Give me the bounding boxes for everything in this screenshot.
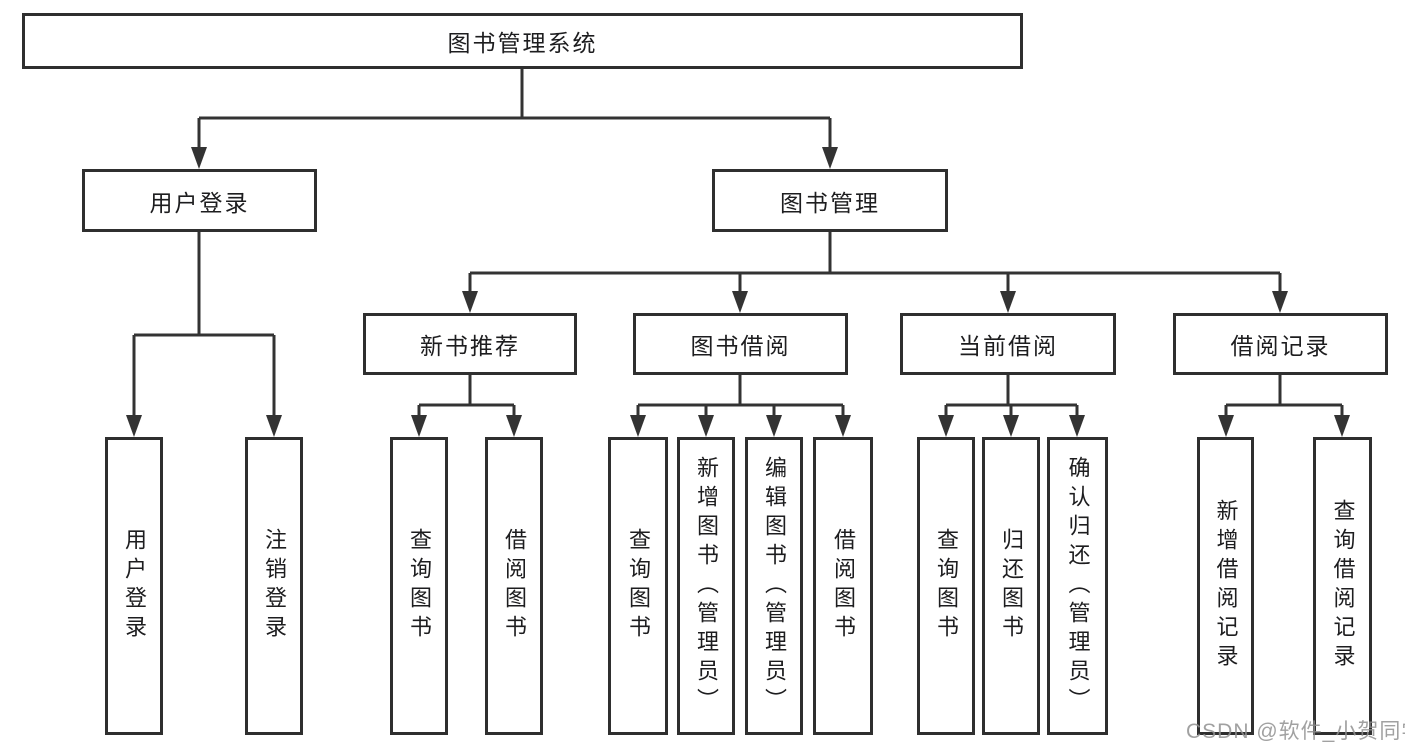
leaf-add-borrow-record: 新增借阅记录 bbox=[1197, 437, 1254, 735]
arrow-down-icon bbox=[766, 415, 782, 437]
arrow-down-icon bbox=[506, 415, 522, 437]
arrow-down-icon bbox=[126, 415, 142, 437]
arrow-down-icon bbox=[835, 415, 851, 437]
leaf-confirm-return-admin: 确认归还（管理员） bbox=[1047, 437, 1108, 735]
connector-borrowing-records-to-leaves bbox=[1218, 375, 1350, 437]
leaf-edit-books-admin: 编辑图书（管理员） bbox=[745, 437, 803, 735]
arrow-down-icon bbox=[732, 291, 748, 313]
node-book-management: 图书管理 bbox=[712, 169, 948, 232]
node-book-borrowing: 图书借阅 bbox=[633, 313, 848, 375]
connector-book-management-to-level3 bbox=[462, 232, 1288, 313]
arrow-down-icon bbox=[191, 147, 207, 169]
arrow-down-icon bbox=[1003, 415, 1019, 437]
arrow-down-icon bbox=[1069, 415, 1085, 437]
leaf-add-books-admin: 新增图书（管理员） bbox=[677, 437, 735, 735]
arrow-down-icon bbox=[1334, 415, 1350, 437]
connector-user-login-to-leaves bbox=[126, 232, 282, 437]
node-current-borrowing: 当前借阅 bbox=[900, 313, 1116, 375]
leaf-borrow-books-recommend: 借阅图书 bbox=[485, 437, 543, 735]
arrow-down-icon bbox=[822, 147, 838, 169]
arrow-down-icon bbox=[938, 415, 954, 437]
leaf-return-books: 归还图书 bbox=[982, 437, 1040, 735]
arrow-down-icon bbox=[1218, 415, 1234, 437]
connector-book-borrowing-to-leaves bbox=[630, 375, 851, 437]
node-borrowing-records: 借阅记录 bbox=[1173, 313, 1388, 375]
csdn-watermark: CSDN @软件_小贺同学 bbox=[1186, 720, 1405, 743]
node-user-login: 用户登录 bbox=[82, 169, 317, 232]
leaf-query-books-borrowing: 查询图书 bbox=[608, 437, 668, 735]
arrow-down-icon bbox=[698, 415, 714, 437]
node-new-book-recommend: 新书推荐 bbox=[363, 313, 577, 375]
node-system-root: 图书管理系统 bbox=[22, 13, 1023, 69]
arrow-down-icon bbox=[462, 291, 478, 313]
connector-new-book-recommend-to-leaves bbox=[411, 375, 522, 437]
arrow-down-icon bbox=[266, 415, 282, 437]
connector-current-borrowing-to-leaves bbox=[938, 375, 1085, 437]
arrow-down-icon bbox=[1000, 291, 1016, 313]
arrow-down-icon bbox=[630, 415, 646, 437]
leaf-borrow-books-borrowing: 借阅图书 bbox=[813, 437, 873, 735]
leaf-logout: 注销登录 bbox=[245, 437, 303, 735]
connector-root-to-level2 bbox=[191, 69, 838, 169]
leaf-query-books-current: 查询图书 bbox=[917, 437, 975, 735]
leaf-query-borrow-record: 查询借阅记录 bbox=[1313, 437, 1372, 735]
leaf-query-books-recommend: 查询图书 bbox=[390, 437, 448, 735]
arrow-down-icon bbox=[1272, 291, 1288, 313]
leaf-user-login: 用户登录 bbox=[105, 437, 163, 735]
arrow-down-icon bbox=[411, 415, 427, 437]
